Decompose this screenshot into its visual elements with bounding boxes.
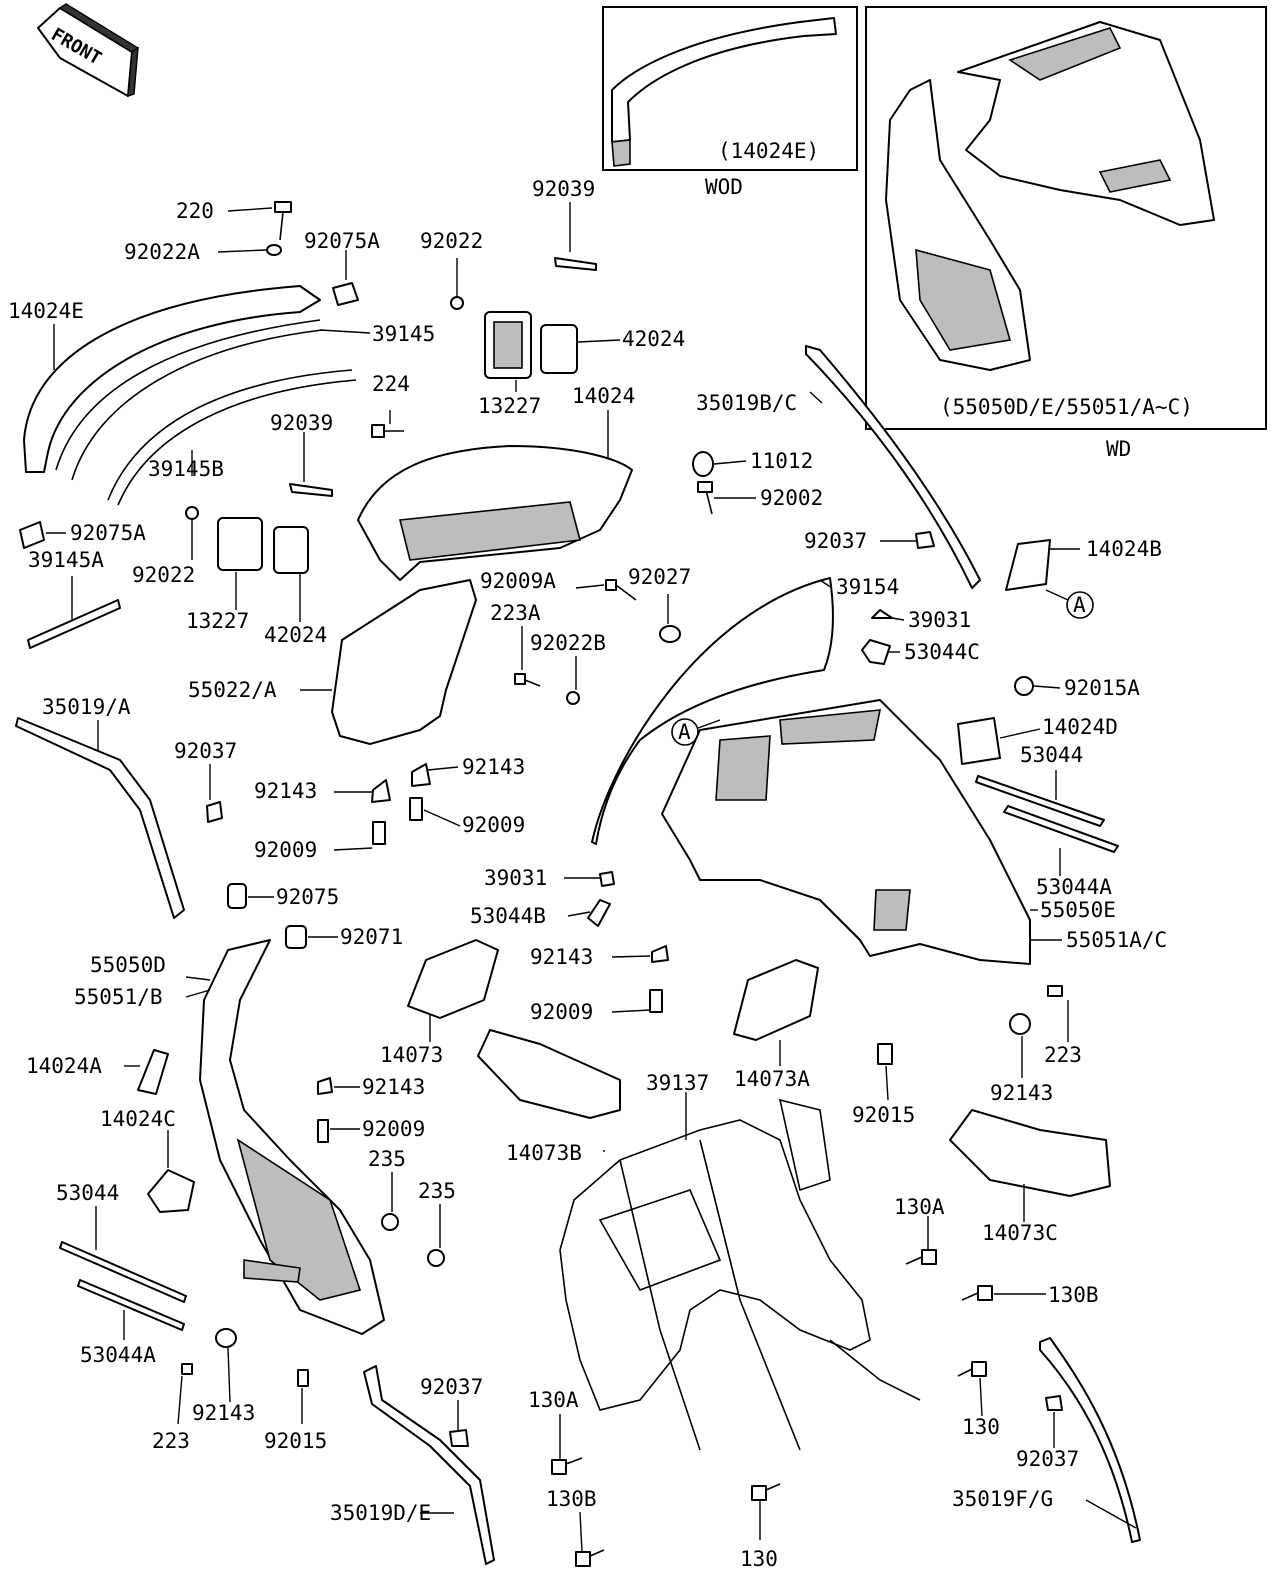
callout-label: 92143 [530, 945, 593, 969]
callout-label: 53044B [470, 904, 546, 928]
callout-label: 92143 [192, 1401, 255, 1425]
callout-label: 55051/B [74, 985, 163, 1009]
callout-label: 53044 [56, 1181, 119, 1205]
callout-label: 53044A [80, 1343, 156, 1367]
callout-label: 13227 [186, 609, 249, 633]
callout-label: 14073A [734, 1067, 810, 1091]
wd-caption: WD [1106, 437, 1131, 461]
callout-label: 92075A [70, 521, 146, 545]
callout-label: 42024 [622, 327, 685, 351]
callout-label: 130A [528, 1388, 579, 1412]
callout-label: 39145B [148, 457, 224, 481]
callout-label: 92009 [254, 838, 317, 862]
callout-label: 92015 [264, 1429, 327, 1453]
callout-label: 92009 [362, 1117, 425, 1141]
callout-label: 92143 [990, 1081, 1053, 1105]
callout-label: 42024 [264, 623, 327, 647]
callout-label: 55051A/C [1066, 928, 1167, 952]
callout-label: 55022/A [188, 678, 277, 702]
callout-label: 92037 [1016, 1447, 1079, 1471]
callout-label: 224 [372, 372, 410, 396]
callout-label: 14073B [506, 1141, 582, 1165]
callout-label: 92039 [532, 177, 595, 201]
callout-label: 14024D [1042, 715, 1118, 739]
callout-label: 92027 [628, 565, 691, 589]
callout-label: 220 [176, 199, 214, 223]
callout-label: 92022B [530, 631, 606, 655]
callout-label: 92022 [132, 563, 195, 587]
callout-label: 92015 [852, 1103, 915, 1127]
wod-part-label: (14024E) [718, 139, 819, 163]
marker-a-label: A [1073, 593, 1086, 617]
callout-label: 92037 [804, 529, 867, 553]
callout-label: 39031 [484, 866, 547, 890]
callout-label: 14073 [380, 1043, 443, 1067]
reference-markers: A A [671, 589, 1094, 746]
callout-label: 11012 [750, 449, 813, 473]
marker-a-label: A [678, 720, 691, 744]
leader-lines [46, 202, 1137, 1553]
callout-label: 14024 [572, 384, 635, 408]
callout-label: 130B [546, 1487, 597, 1511]
callout-label: 53044C [904, 640, 980, 664]
callout-label: 92143 [462, 755, 525, 779]
callout-label: 92037 [420, 1375, 483, 1399]
callout-labels: 220 92022A 92075A 92022 92039 14024E 391… [8, 177, 1167, 1571]
wod-variant-box: (14024E) WOD [602, 6, 858, 199]
callout-label: 14073C [982, 1221, 1058, 1245]
callout-label: 92009A [480, 569, 556, 593]
wod-caption: WOD [705, 175, 743, 199]
callout-label: 35019B/C [696, 391, 797, 415]
callout-label: 53044 [1020, 743, 1083, 767]
callout-label: 53044A [1036, 875, 1112, 899]
callout-label: 35019F/G [952, 1487, 1053, 1511]
callout-label: 92022 [420, 229, 483, 253]
callout-label: 130 [740, 1547, 778, 1571]
front-arrow-icon: FRONT [37, 3, 140, 98]
callout-label: 35019D/E [330, 1501, 431, 1525]
callout-label: 92015A [1064, 676, 1140, 700]
callout-label: 39154 [836, 575, 899, 599]
part-shapes [15, 201, 1141, 1567]
callout-label: 92009 [462, 813, 525, 837]
callout-label: 39137 [646, 1071, 709, 1095]
callout-label: 14024E [8, 299, 84, 323]
callout-label: 92071 [340, 925, 403, 949]
callout-label: 92002 [760, 486, 823, 510]
callout-label: 223 [1044, 1043, 1082, 1067]
callout-label: 92022A [124, 240, 200, 264]
callout-label: 92009 [530, 1000, 593, 1024]
callout-label: 39145 [372, 322, 435, 346]
callout-label: 92075 [276, 885, 339, 909]
callout-label: 92143 [254, 779, 317, 803]
callout-label: 92039 [270, 411, 333, 435]
callout-label: 14024A [26, 1054, 102, 1078]
callout-label: 39145A [28, 548, 104, 572]
wd-variant-box: (55050D/E/55051/A~C) WD [865, 6, 1267, 461]
callout-label: 223 [152, 1429, 190, 1453]
callout-label: 14024B [1086, 537, 1162, 561]
callout-label: 55050E [1040, 898, 1116, 922]
callout-label: 55050D [90, 953, 166, 977]
callout-label: 35019/A [42, 695, 131, 719]
callout-label: 14024C [100, 1107, 176, 1131]
callout-label: 130B [1048, 1283, 1099, 1307]
callout-label: 130A [894, 1195, 945, 1219]
callout-label: 235 [368, 1147, 406, 1171]
callout-label: 13227 [478, 394, 541, 418]
callout-label: 92143 [362, 1075, 425, 1099]
callout-label: 92075A [304, 229, 380, 253]
callout-label: 223A [490, 601, 541, 625]
callout-label: 92037 [174, 739, 237, 763]
callout-label: 39031 [908, 608, 971, 632]
callout-label: 235 [418, 1179, 456, 1203]
wd-part-label: (55050D/E/55051/A~C) [940, 395, 1193, 419]
callout-label: 130 [962, 1415, 1000, 1439]
